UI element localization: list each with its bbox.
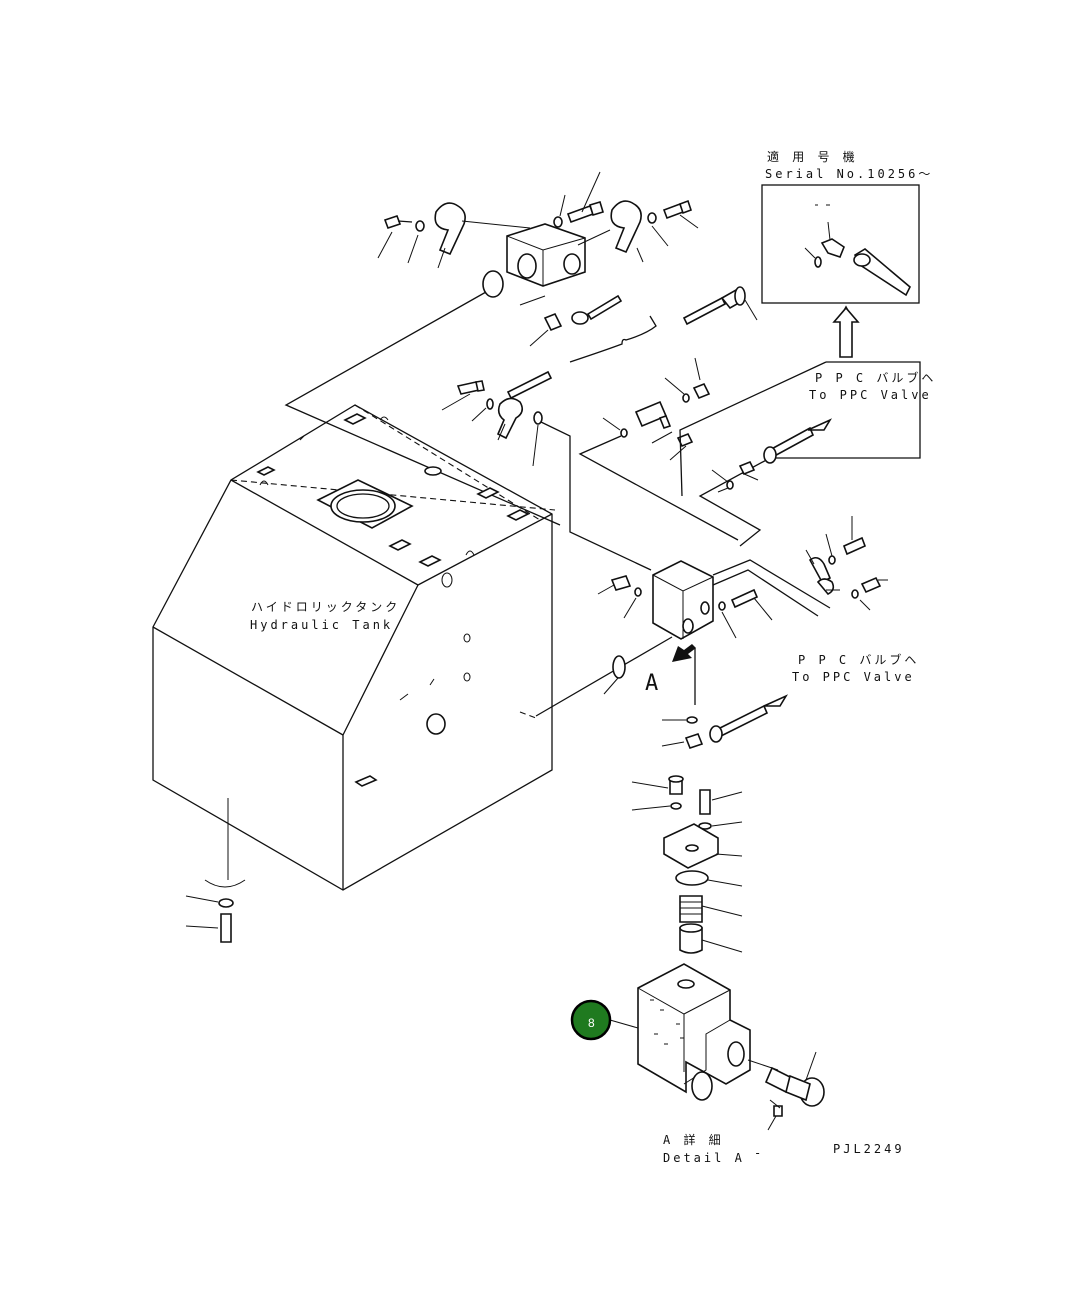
callout-number: 8 [588,1016,595,1030]
callout-circle[interactable] [570,999,612,1041]
detail-dash: - [754,1146,764,1160]
detail-en-label: Detail A [663,1151,745,1165]
ppc-lower: P P C バルブヘ To PPC Valve [661,652,919,749]
serial-inset-box [761,184,920,304]
drawing-code: PJL2249 [833,1142,905,1156]
detail-a-stack [631,775,743,954]
serial-en-label: Serial No.10256～ [765,167,933,181]
detail-a-body [637,963,825,1131]
ppc-en-label-2: To PPC Valve [792,670,915,684]
view-a-label: A [645,671,661,696]
callout-8[interactable]: 8 [570,999,639,1041]
tank-jp-label: ハイドロリックタンク [251,600,400,614]
detail-jp-label: A 詳 細 [663,1132,724,1147]
serial-jp-label: 適 用 号 機 [767,149,858,164]
serial-inset: 適 用 号 機 Serial No.10256～ [761,149,933,304]
ppc-jp-label-2: P P C バルブヘ [798,652,919,667]
ppc-en-label-1: To PPC Valve [809,388,932,402]
top-flange-assembly [377,171,758,400]
tank-en-label: Hydraulic Tank [250,618,393,632]
hollow-arrow-icon [832,306,860,358]
mid-fittings [441,357,739,571]
ppc-jp-label-1: P P C バルブヘ [815,370,936,385]
view-arrow-icon [672,644,696,662]
hydraulic-tank: ハイドロリックタンク Hydraulic Tank [152,404,556,943]
valve-block: A [597,516,888,705]
ppc-upper: P P C バルブヘ To PPC Valve [679,361,936,547]
